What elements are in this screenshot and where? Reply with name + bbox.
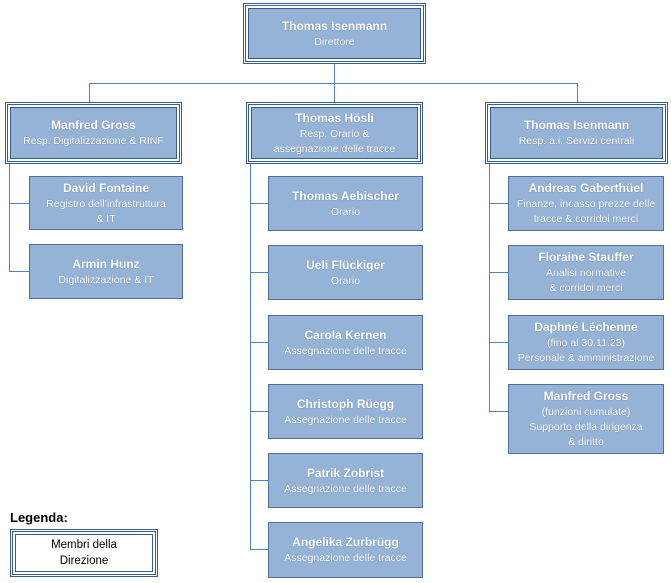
connector-director-down	[334, 63, 335, 83]
head-center-role-1: Resp. Orario &	[299, 127, 370, 140]
staff-role: Orario	[330, 205, 361, 218]
staff-role: Personale & amministrazione	[517, 352, 655, 364]
staff-name: Ueli Flückiger	[306, 257, 385, 272]
legend-title: Legenda:	[10, 510, 68, 525]
connector-right-branch-4	[489, 411, 508, 412]
connector-left-branch-2	[9, 271, 29, 272]
staff-role: Digitalizzazione & IT	[58, 273, 154, 286]
staff-role: Assegnazione delle tracce	[284, 482, 407, 495]
head-center-name: Thomas Hösli	[295, 110, 374, 125]
head-right-frame: Thomas Isenmann Resp. a.i. Servizi centr…	[485, 102, 668, 164]
legend-label: Membri della Direzione	[15, 534, 153, 572]
staff-card: Thomas Aebischer Orario	[268, 176, 423, 231]
staff-name: Carola Kernen	[304, 327, 387, 342]
director-box: Thomas Isenmann Direttore	[248, 8, 421, 59]
head-left-frame: Manfred Gross Resp. Digitalizzazione & R…	[5, 102, 182, 164]
connector-right-branch-1	[489, 203, 508, 204]
staff-card: Angelika Zurbrügg Assegnazione delle tra…	[268, 522, 423, 578]
legend-label-line: Membri della	[51, 539, 117, 551]
staff-role: & IT	[96, 212, 116, 225]
head-center-role-2: assegnazione delle tracce	[273, 142, 396, 155]
legend-label-line: Direzione	[59, 555, 109, 567]
staff-card: David Fontaine Registro dell’infrastrutt…	[29, 176, 183, 230]
staff-role: Assegnazione delle tracce	[284, 552, 407, 564]
connector-center-branch-1	[250, 203, 268, 204]
staff-name: Patrik Zobrist	[306, 465, 385, 480]
legend-box: Membri della Direzione	[10, 529, 158, 577]
head-left-box: Manfred Gross Resp. Digitalizzazione & R…	[10, 107, 177, 159]
staff-card: Carola Kernen Assegnazione delle tracce	[268, 315, 423, 370]
staff-name: Armin Hunz	[72, 256, 140, 271]
staff-card: Manfred Gross (funzioni cumulate) Suppor…	[508, 384, 664, 454]
connector-center-branch-6	[250, 549, 268, 550]
connector-center-branch-2	[250, 272, 268, 273]
connector-center-branch-5	[250, 480, 268, 481]
staff-card: Floraine Stauffer Analisi normative & co…	[508, 245, 664, 300]
staff-card: Christoph Rüegg Assegnazione delle tracc…	[268, 384, 423, 439]
head-left-name: Manfred Gross	[51, 118, 136, 132]
director-name: Thomas Isenmann	[281, 18, 388, 33]
connector-center-branch-4	[250, 411, 268, 412]
connector-center-spine	[250, 163, 251, 550]
connector-left-down	[89, 83, 90, 103]
staff-role: Finanze, incasso prezze delle	[516, 198, 656, 210]
staff-role: (fino al 30.11.23)	[546, 337, 626, 349]
staff-name: Christoph Rüegg	[296, 396, 395, 411]
staff-role: Analisi normative	[546, 267, 626, 279]
staff-card: Andreas Gaberthüel Finanze, incasso prez…	[508, 176, 664, 231]
staff-name: Manfred Gross	[543, 389, 629, 403]
staff-card: Patrik Zobrist Assegnazione delle tracce	[268, 453, 423, 508]
connector-left-spine	[9, 163, 10, 272]
connector-center-down	[334, 83, 335, 103]
staff-role: Assegnazione delle tracce	[284, 344, 407, 357]
head-right-name: Thomas Isenmann	[523, 118, 630, 132]
staff-name: Daphné Léchenne	[534, 320, 638, 334]
staff-name: Thomas Aebischer	[292, 188, 399, 203]
staff-name: Angelika Zurbrügg	[292, 535, 399, 549]
head-right-box: Thomas Isenmann Resp. a.i. Servizi centr…	[490, 107, 663, 159]
connector-horizontal	[89, 83, 577, 84]
staff-card: Ueli Flückiger Orario	[268, 245, 423, 300]
staff-name: David Fontaine	[62, 180, 149, 195]
staff-card: Armin Hunz Digitalizzazione & IT	[29, 244, 183, 299]
director-frame: Thomas Isenmann Direttore	[243, 3, 426, 64]
connector-right-spine	[489, 163, 490, 411]
staff-name: Andreas Gaberthüel	[528, 181, 644, 195]
head-center-frame: Thomas Hösli Resp. Orario & assegnazione…	[246, 102, 423, 164]
head-center-box: Thomas Hösli Resp. Orario & assegnazione…	[251, 107, 418, 159]
staff-card: Daphné Léchenne (fino al 30.11.23) Perso…	[508, 315, 664, 370]
staff-role: Assegnazione delle tracce	[284, 413, 407, 426]
head-left-role: Resp. Digitalizzazione & RINF	[23, 135, 164, 147]
head-right-role: Resp. a.i. Servizi centrali	[518, 135, 635, 147]
staff-role: tracce & corridoi merci	[533, 213, 639, 225]
connector-right-branch-3	[489, 342, 508, 343]
connector-right-branch-2	[489, 272, 508, 273]
staff-role: (funzioni cumulate)	[541, 406, 631, 418]
staff-role: & diritto	[568, 436, 604, 448]
staff-role: Orario	[330, 274, 361, 287]
staff-role: Supporto della dirigenza	[529, 421, 643, 433]
staff-role: Registro dell’infrastruttura	[46, 197, 166, 210]
director-role: Direttore	[314, 35, 355, 48]
staff-name: Floraine Stauffer	[538, 250, 634, 264]
staff-role: & corridoi merci	[549, 282, 623, 294]
connector-center-branch-3	[250, 342, 268, 343]
connector-left-branch-1	[9, 203, 29, 204]
connector-right-down	[577, 83, 578, 103]
